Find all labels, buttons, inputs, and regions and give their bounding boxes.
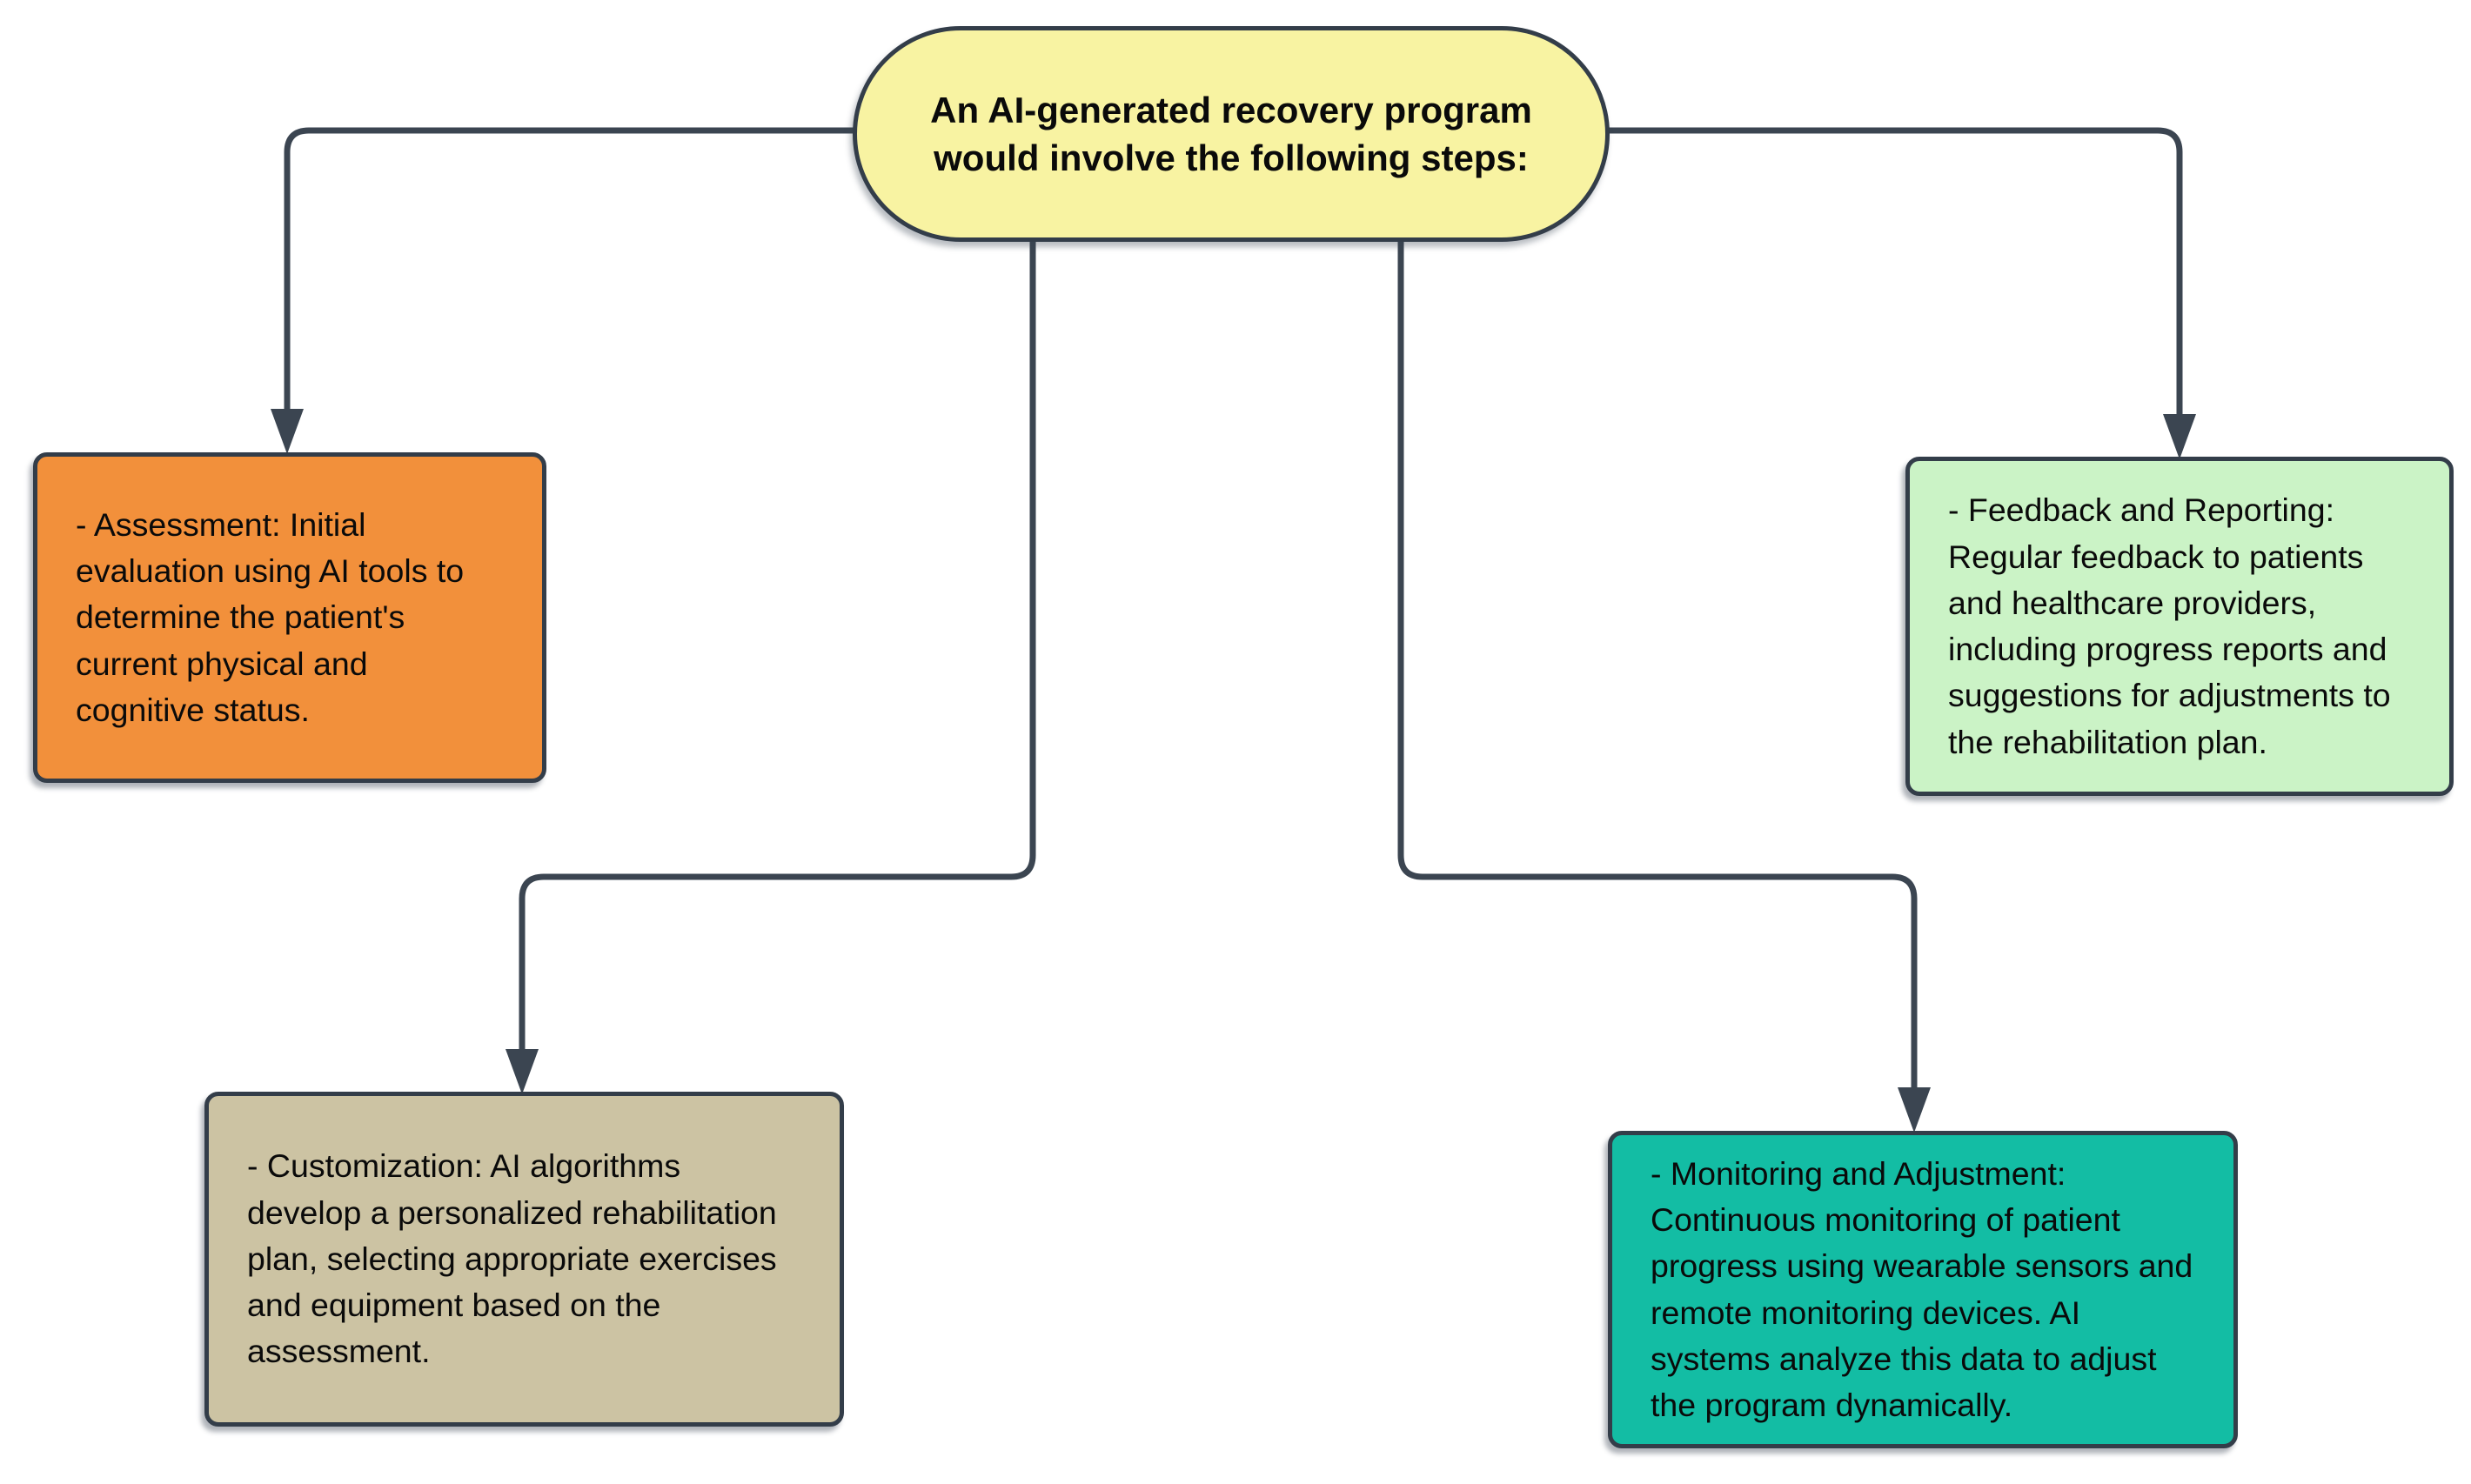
node-assessment-text: - Assessment: Initial evaluation using A… xyxy=(76,505,465,728)
node-customization: - Customization: AI algorithms develop a… xyxy=(204,1092,844,1427)
connector-root-to-feedback xyxy=(1606,127,2183,444)
node-feedback-text: - Feedback and Reporting: Regular feedba… xyxy=(1948,491,2391,760)
connector-root-to-assessment xyxy=(284,127,856,438)
node-customization-text: - Customization: AI algorithms develop a… xyxy=(247,1147,777,1370)
root-node: An AI-generated recovery program would i… xyxy=(853,26,1610,242)
node-feedback-and-reporting: - Feedback and Reporting: Regular feedba… xyxy=(1905,457,2454,796)
connector-root-to-monitoring xyxy=(1397,236,1918,1117)
arrowhead-down-icon xyxy=(1898,1087,1931,1133)
node-monitoring-and-adjustment: - Monitoring and Adjustment: Continuous … xyxy=(1608,1131,2238,1448)
arrowhead-down-icon xyxy=(2163,414,2196,459)
root-node-label: An AI-generated recovery program would i… xyxy=(930,89,1532,178)
node-assessment: - Assessment: Initial evaluation using A… xyxy=(33,452,546,783)
arrowhead-down-icon xyxy=(271,409,304,454)
connector-root-to-customization xyxy=(519,236,1036,1079)
node-monitoring-text: - Monitoring and Adjustment: Continuous … xyxy=(1651,1154,2193,1423)
arrowhead-down-icon xyxy=(506,1049,539,1094)
